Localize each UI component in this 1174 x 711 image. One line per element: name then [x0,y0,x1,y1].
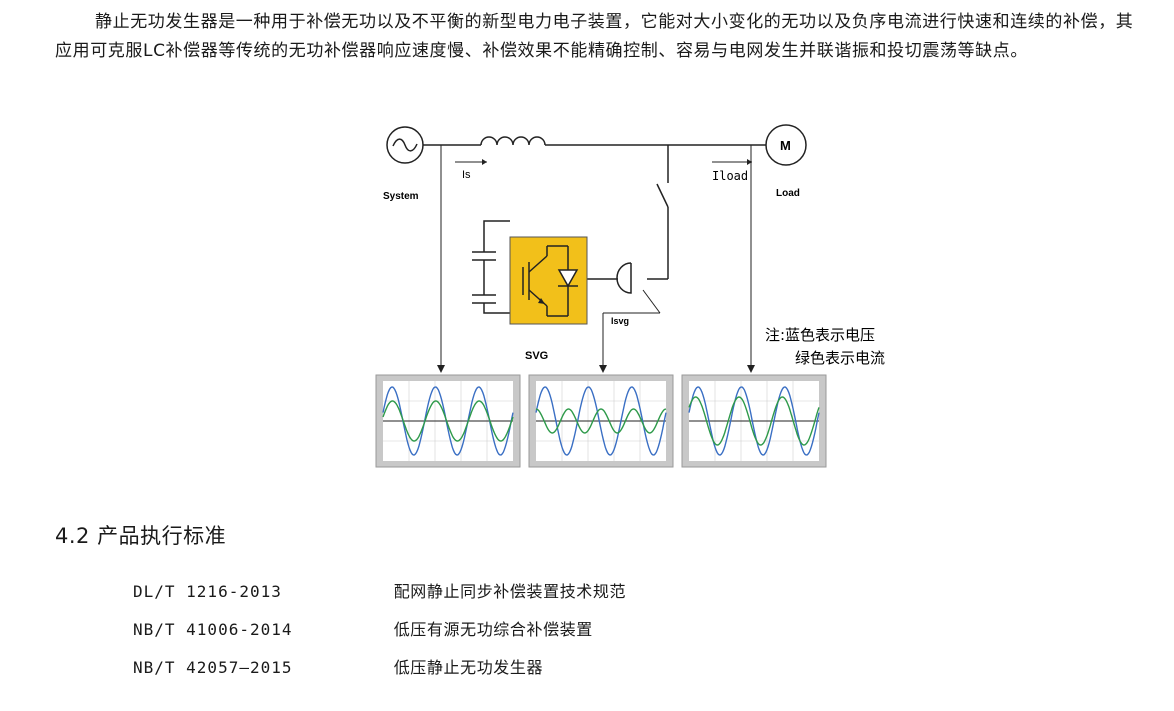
igbt-emitter-arrow [538,298,545,304]
iload-label: Iload [712,169,748,183]
current-transformer-icon [616,262,632,294]
intro-text: 静止无功发生器是一种用于补偿无功以及不平衡的新型电力电子装置，它能对大小变化的无… [55,12,1134,61]
standard-title: 配网静止同步补偿装置技术规范 [393,582,627,601]
oscilloscope-panel [375,374,521,468]
current-wave [688,396,820,446]
voltage-wave [688,386,820,456]
standard-code: NB/T 42057—2015 [133,658,293,677]
capacitor-bank-icon [472,220,510,314]
load-label: Load [776,188,800,199]
oscilloscope-panels [375,374,827,468]
isvg-probe-arrow [599,365,607,373]
standard-row: NB/T 41006-2014 低压有源无功综合补偿装置 [133,615,593,645]
iload-probe-arrow [747,365,755,373]
inductor-icon [480,136,546,146]
current-wave [535,408,667,434]
voltage-wave [382,386,514,456]
is-label: Is [462,169,471,181]
diode-icon [557,269,579,288]
motor-icon: M [765,124,807,166]
voltage-wave [535,386,667,456]
oscilloscope-panel [528,374,674,468]
svg-label: SVG [525,350,548,362]
current-wave [382,400,514,442]
standard-row: NB/T 42057—2015 低压静止无功发生器 [133,653,543,683]
standard-code: DL/T 1216-2013 [133,582,282,601]
note-line-2: 绿色表示电流 [795,349,885,367]
section-heading: 4.2 产品执行标准 [55,524,227,548]
note-line-1: 注:蓝色表示电压 [765,326,875,344]
intro-paragraph: 静止无功发生器是一种用于补偿无功以及不平衡的新型电力电子装置，它能对大小变化的无… [55,8,1150,66]
ac-source-icon [386,126,424,164]
is-arrow [455,159,487,165]
motor-label: M [780,138,791,153]
standard-code: NB/T 41006-2014 [133,620,293,639]
oscilloscope-panel [681,374,827,468]
standard-row: DL/T 1216-2013 配网静止同步补偿装置技术规范 [133,577,626,607]
svg-converter-box [509,236,588,325]
isvg-label: Isvg [611,316,629,326]
is-probe-arrow [437,365,445,373]
standard-title: 低压静止无功发生器 [393,658,544,677]
system-label: System [383,191,419,202]
isvg-probe-link [642,289,661,314]
switch-icon [656,183,669,208]
standard-title: 低压有源无功综合补偿装置 [393,620,593,639]
iload-arrow [712,159,752,165]
